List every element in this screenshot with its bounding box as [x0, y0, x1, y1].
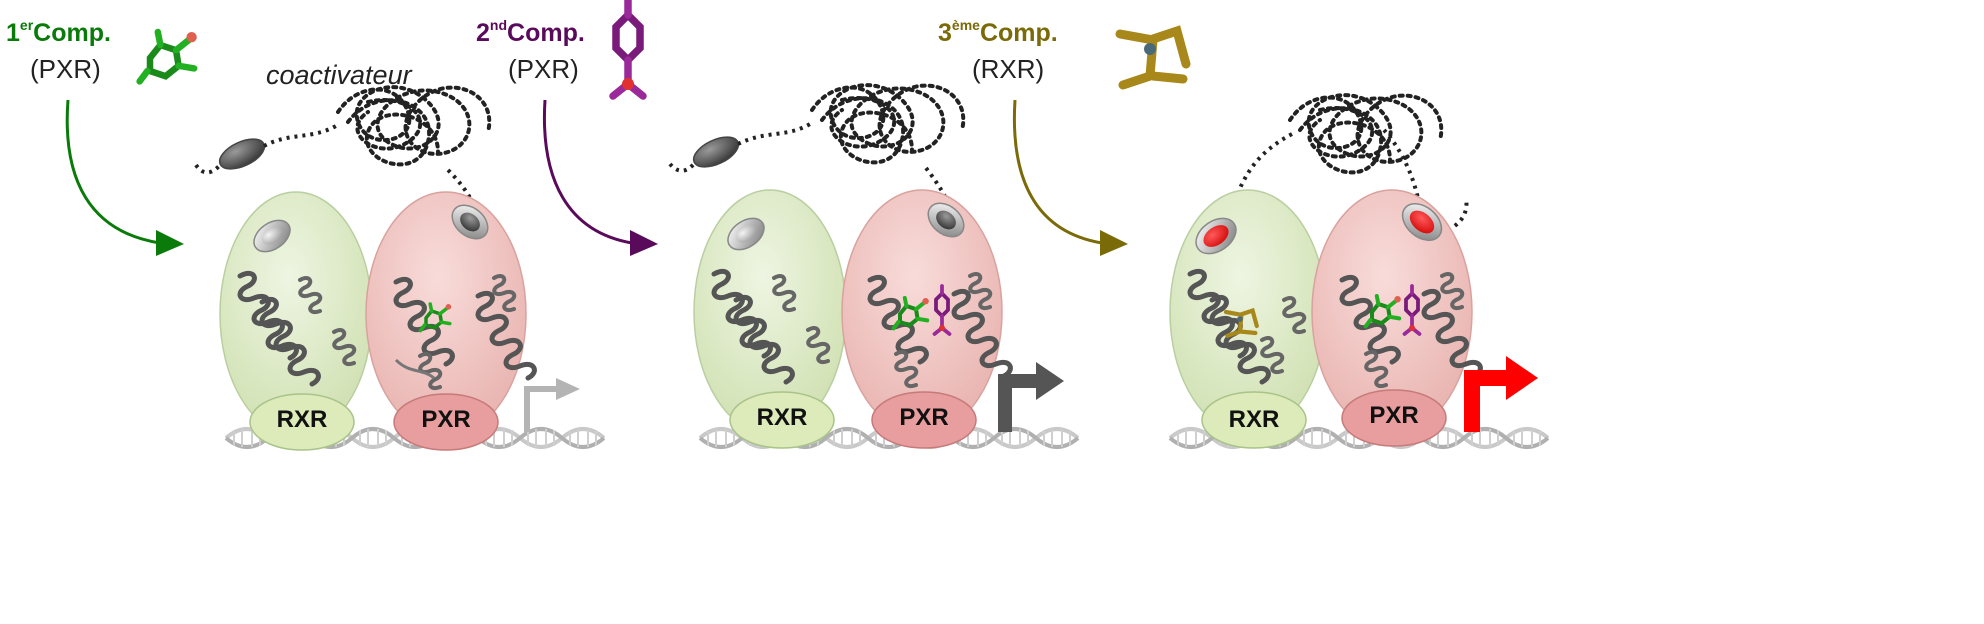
comp2-title: 2ndComp. [476, 18, 585, 46]
pxr-label-2: PXR [899, 404, 949, 431]
comp2-word: Comp. [507, 19, 585, 47]
comp2-superscript: nd [489, 17, 508, 33]
comp3-number: 3 [938, 19, 952, 47]
comp2-ligand [613, 0, 643, 96]
rxr-pill-2 [727, 217, 765, 251]
pxr-pill-2 [927, 202, 965, 238]
rxr-label-1: RXR [276, 406, 328, 433]
pxr-pill-3-active [1401, 203, 1443, 241]
comp2-arrow [542, 99, 658, 256]
rxr-label-2: RXR [756, 404, 808, 431]
comp2-receptor: (PXR) [508, 54, 579, 84]
rxr-dbd-2 [729, 391, 835, 449]
comp3-superscript: ème [951, 17, 980, 33]
comp1-ligand [140, 32, 197, 81]
pxr-pill-1 [451, 204, 489, 240]
rxr-label-3: RXR [1228, 406, 1280, 433]
transcription-arrow-off [524, 378, 580, 432]
pxr-label-1: PXR [421, 406, 471, 433]
rxr-pill-1 [253, 219, 291, 253]
comp3-word: Comp. [979, 19, 1058, 47]
transcription-arrow-on [1464, 356, 1538, 432]
transcription-arrow-partial [998, 362, 1064, 432]
comp3-title: 3èmeComp. [938, 18, 1058, 46]
comp1-arrow [65, 99, 184, 256]
comp1-superscript: er [19, 17, 34, 33]
pxr-dbd-3 [1341, 389, 1447, 447]
comp1-receptor: (PXR) [30, 54, 101, 84]
coactivator-label: coactivateur [266, 60, 412, 90]
pxr-label-3: PXR [1369, 402, 1419, 429]
comp1-word: Comp. [33, 19, 111, 47]
panel-1 [194, 85, 606, 451]
nuclear-receptor-diagram [65, 0, 1550, 451]
comp3-ligand [1120, 31, 1186, 85]
comp1-number: 1 [6, 19, 20, 47]
pxr-dbd-2 [871, 391, 977, 449]
panel-2 [668, 83, 1080, 449]
comp1-title: 1erComp. [6, 18, 111, 46]
coactivator-2 [668, 83, 966, 207]
coactivator-1 [194, 85, 492, 208]
rxr-dbd-3 [1201, 391, 1307, 449]
comp3-arrow [1012, 99, 1128, 256]
panel-3 [1168, 93, 1550, 449]
comp2-number: 2 [476, 19, 490, 47]
rxr-pill-3-active [1195, 217, 1237, 255]
comp3-receptor: (RXR) [972, 54, 1045, 84]
rxr-dbd-1 [249, 393, 355, 451]
pxr-dbd-1 [393, 393, 499, 451]
